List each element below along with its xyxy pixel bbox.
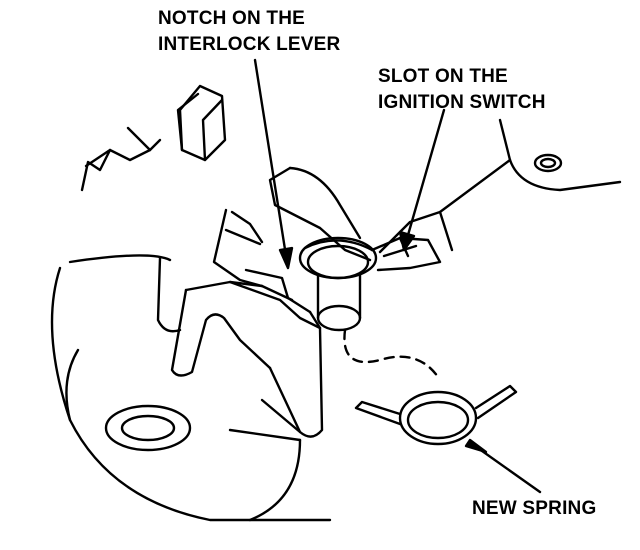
column-housing <box>50 254 332 522</box>
spring-leader-line <box>473 444 542 494</box>
slot-leader-line <box>404 108 446 244</box>
notch-callout: NOTCH ON THE INTERLOCK LEVER <box>158 6 340 58</box>
upper-left-bracket <box>80 84 227 192</box>
spring-arrowhead <box>464 438 488 454</box>
new-spring <box>354 384 518 446</box>
interlock-lever <box>212 166 372 314</box>
lever-arm <box>170 280 324 438</box>
notch-leader-line <box>253 58 289 264</box>
spring-label-line1: NEW SPRING <box>472 498 597 519</box>
slot-label-line1: SLOT ON THE <box>378 66 508 87</box>
slot-arrowhead <box>398 230 416 252</box>
notch-label-line1: NOTCH ON THE <box>158 8 306 29</box>
ignition-switch-body <box>378 118 622 254</box>
spring-callout: NEW SPRING <box>472 496 596 522</box>
leader-lines <box>253 58 542 494</box>
notch-arrowhead <box>278 246 294 270</box>
pivot-pin <box>298 236 378 332</box>
slot-callout: SLOT ON THE IGNITION SWITCH <box>378 64 546 116</box>
slot-label-line2: IGNITION SWITCH <box>378 92 546 113</box>
notch-label-line2: INTERLOCK LEVER <box>158 34 341 55</box>
install-path-dashed <box>343 328 442 382</box>
round-boss <box>104 404 192 452</box>
